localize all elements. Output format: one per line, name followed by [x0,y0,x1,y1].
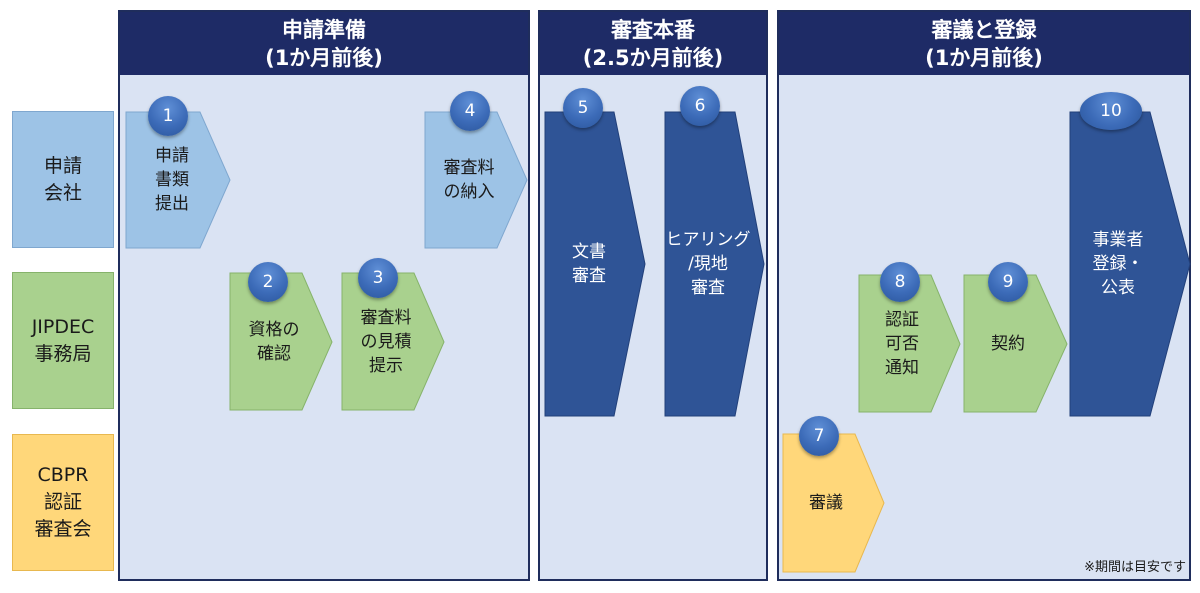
phase-header-review: 審査本番 (2.5か月前後) [540,12,766,75]
step-6-label: ヒアリング /現地 審査 [665,230,751,298]
step-5-label: 文書 審査 [572,242,606,286]
step-9-label: 契約 [991,333,1025,354]
phase-title: 審議と登録 [931,17,1037,42]
step-1-label: 申請 書類 提出 [155,146,189,214]
step-3-label: 審査料 の見積 提示 [360,307,412,376]
phase-period: (1か月前後) [265,45,383,70]
step-2-badge: 2 [248,262,288,302]
step-3-arrow [341,272,445,411]
step-10-label: 事業者 登録・ 公表 [1092,230,1144,298]
step-4-badge: 4 [450,91,490,131]
phase-title: 審査本番 [611,17,695,42]
phase-period: (1か月前後) [925,45,1043,70]
step-2-label: 資格の 確認 [248,319,300,364]
role-cbpr-council: CBPR 認証 審査会 [12,434,114,571]
step-7-label: 審議 [809,493,843,513]
phase-header-deliberation: 審議と登録 (1か月前後) [779,12,1189,75]
step-9-badge: 9 [988,262,1028,302]
step-6-badge: 6 [680,86,720,126]
step-3-badge: 3 [358,258,398,298]
step-5-badge: 5 [563,88,603,128]
phase-title: 申請準備 [282,17,366,42]
step-7-arrow [782,433,885,573]
step-4-label: 審査料 の納入 [443,158,495,202]
step-10-badge: 10 [1080,92,1142,130]
step-8-badge: 8 [880,262,920,302]
step-6-arrow [664,111,765,417]
period-note: ※期間は目安です [1084,560,1186,575]
step-7-badge: 7 [799,416,839,456]
role-jipdec-office: JIPDEC 事務局 [12,272,114,409]
phase-header-preparation: 申請準備 (1か月前後) [120,12,528,75]
step-8-label: 認証 可否 通知 [885,309,919,378]
phase-period: (2.5か月前後) [582,45,724,70]
role-applicant-company: 申請 会社 [12,111,114,248]
step-1-badge: 1 [148,96,188,136]
step-2-arrow [229,272,333,411]
